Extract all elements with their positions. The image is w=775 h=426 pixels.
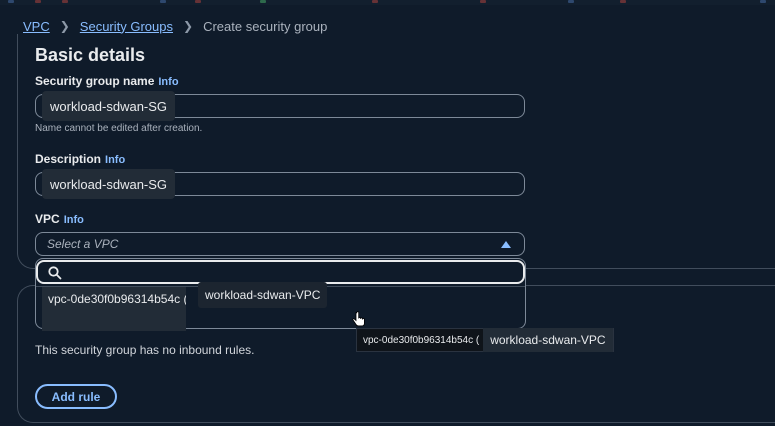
basic-details-panel [17,34,775,269]
tooltip-vpc-id: vpc-0de30f0b96314b54c ( [363,334,480,346]
add-rule-button[interactable]: Add rule [35,384,117,409]
info-link[interactable]: Info [63,214,84,226]
description-value: workload-sdwan-SG [42,169,176,199]
breadcrumb-current: Create security group [203,18,328,34]
chevron-right-icon: ❯ [183,19,194,33]
hand-cursor-icon [352,311,365,327]
description-label-text: Description [35,152,102,166]
breadcrumb-link-vpc[interactable]: VPC [23,18,50,34]
vpc-select-placeholder: Select a VPC [47,237,119,251]
name-hint: Name cannot be edited after creation. [35,123,203,134]
info-link[interactable]: Info [158,76,179,88]
vpc-option-id: vpc-0de30f0b96314b54c ( [48,292,186,306]
vpc-option[interactable]: vpc-0de30f0b96314b54c ( [42,287,186,331]
vpc-option-name[interactable]: workload-sdwan-VPC [198,282,328,308]
info-link[interactable]: Info [105,154,126,166]
vpc-tooltip: vpc-0de30f0b96314b54c ( workload-sdwan-V… [356,328,614,352]
breadcrumb: VPC ❯ Security Groups ❯ Create security … [23,16,327,36]
vpc-dropdown: vpc-0de30f0b96314b54c ( [35,258,526,331]
security-group-name-value: workload-sdwan-SG [42,91,176,121]
breadcrumb-link-security-groups[interactable]: Security Groups [79,18,173,34]
browser-tab-strip [0,0,775,5]
basic-details-heading: Basic details [35,45,146,65]
vpc-select[interactable]: Select a VPC [35,232,525,256]
security-group-name-label-text: Security group name [35,74,155,88]
caret-up-icon [501,241,511,248]
no-inbound-rules-text: This security group has no inbound rules… [35,343,255,357]
chevron-right-icon: ❯ [59,19,70,33]
tooltip-vpc-name: workload-sdwan-VPC [483,328,613,352]
search-icon [48,266,62,280]
vpc-search-input[interactable] [36,260,525,284]
description-field[interactable]: workload-sdwan-SG [35,169,525,199]
vpc-label-text: VPC [35,212,60,226]
security-group-name-field[interactable]: workload-sdwan-SG [35,91,525,121]
